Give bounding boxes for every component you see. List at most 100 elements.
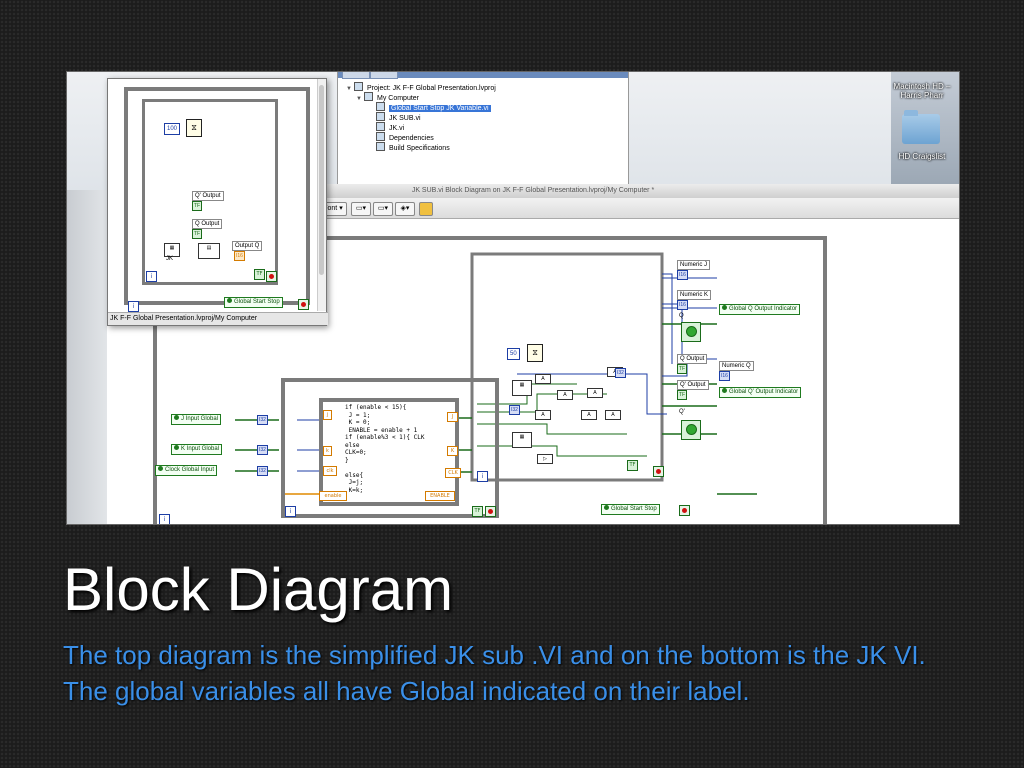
and-gate[interactable]: A — [581, 410, 597, 420]
folder-icon[interactable] — [902, 110, 940, 144]
and-gate[interactable]: A — [535, 410, 551, 420]
i32-conversion-k: I32 — [257, 445, 268, 455]
i32-constant: I32 — [509, 405, 520, 415]
outer-iteration-terminal: i — [159, 514, 170, 524]
not-gate[interactable]: ▷ — [537, 454, 553, 464]
inset-inner-stop[interactable] — [266, 271, 277, 282]
formula-input-j[interactable]: j — [323, 410, 332, 420]
q-prime-output-indicator[interactable]: TF — [677, 390, 688, 400]
tree-item-my-computer[interactable]: ▼My Computer — [356, 92, 419, 102]
inset-inner-iteration: i — [146, 271, 157, 282]
formula-input-enable[interactable]: enable — [319, 491, 347, 501]
tree-item-dependencies[interactable]: Dependencies — [376, 132, 434, 142]
project-icon — [354, 82, 363, 91]
inner-stop-constant[interactable]: TF — [627, 460, 638, 471]
formula-output-clk[interactable]: CLK — [445, 468, 461, 478]
global-q-output-indicator[interactable]: Global Q Output Indicator — [719, 304, 801, 315]
jk-sub-vi-inset-window: 100 ⧖ Q' Output TF Q Output TF ▦ JK ▤ Ou… — [107, 78, 328, 326]
formula-input-k[interactable]: k — [323, 446, 332, 456]
numeric-q-indicator[interactable]: I16 — [719, 371, 730, 381]
numeric-k-indicator[interactable]: I16 — [677, 300, 688, 310]
q-prime-led-indicator[interactable] — [681, 420, 701, 440]
tree-item-project[interactable]: ▼Project: JK F-F Global Presentation.lvp… — [346, 82, 496, 92]
numeric-j-label: Numeric J — [677, 260, 711, 270]
formula-node[interactable]: if (enable < 15){ J = 1; K = 0; ENABLE =… — [319, 398, 459, 506]
inset-global-start-stop[interactable]: Global Start Stop — [224, 297, 283, 308]
inset-vertical-scrollbar[interactable] — [317, 79, 326, 311]
inset-output-q-indicator[interactable]: I16 — [234, 251, 245, 261]
folder-label[interactable]: HD Craigslist — [898, 152, 946, 161]
drive-label[interactable]: Macintosh HD – Harris Pharr — [893, 82, 951, 100]
global-start-stop[interactable]: Global Start Stop — [601, 504, 660, 515]
inset-q-prime-output-indicator[interactable]: TF — [192, 201, 203, 211]
global-q-prime-output-indicator[interactable]: Global Q' Output Indicator — [719, 387, 802, 398]
or-gate[interactable]: A — [587, 388, 603, 398]
q-led-indicator[interactable] — [681, 322, 701, 342]
tree-item-jk[interactable]: JK.vi — [376, 122, 404, 132]
numeric-j-indicator[interactable]: I16 — [677, 270, 688, 280]
jk-flipflop-block[interactable]: ▦ — [512, 432, 532, 448]
case-loop[interactable] — [281, 378, 499, 518]
inner-stop-terminal[interactable] — [653, 466, 664, 477]
inset-q-prime-output-label: Q' Output — [192, 191, 224, 201]
global-variable-icon — [174, 415, 179, 420]
dependencies-icon — [376, 132, 385, 141]
distribute-objects-button[interactable]: ▭▾ — [373, 202, 393, 216]
q-label: Q — [679, 313, 684, 319]
tree-item-jk-sub[interactable]: JK SUB.vi — [376, 112, 421, 122]
tab-files[interactable] — [370, 72, 398, 79]
inset-stop-constant[interactable]: TF — [254, 269, 265, 280]
inset-q-output-label: Q Output — [192, 219, 223, 229]
global-variable-icon — [227, 298, 232, 303]
outer-stop-terminal[interactable] — [679, 505, 690, 516]
q-output-indicator[interactable]: TF — [677, 364, 688, 374]
formula-input-clk[interactable]: clk — [323, 466, 337, 476]
inset-q-output-indicator[interactable]: TF — [192, 229, 203, 239]
wait-ms-constant[interactable]: 50 — [507, 348, 520, 360]
loop-stop-terminal[interactable] — [485, 506, 496, 517]
vi-icon — [376, 122, 385, 131]
k-input-global[interactable]: K Input Global — [171, 444, 223, 455]
tree-item-global-start-stop[interactable]: Global Start Stop JK Variable.vi — [376, 102, 491, 112]
inset-outer-loop[interactable] — [124, 87, 310, 305]
inset-jk-label: JK — [166, 256, 174, 262]
jk-flipflop-block[interactable]: ▦ — [512, 380, 532, 396]
j-input-global[interactable]: J Input Global — [171, 414, 222, 425]
inset-outer-iteration: i — [128, 301, 139, 312]
inset-wait-icon[interactable]: ⧖ — [186, 119, 202, 137]
wait-ms-icon[interactable]: ⧖ — [527, 344, 543, 362]
disclosure-triangle-icon[interactable]: ▼ — [346, 86, 352, 92]
formula-output-enable[interactable]: ENABLE — [425, 491, 455, 501]
inset-window-footer: JK F-F Global Presentation.lvproj/My Com… — [108, 312, 328, 325]
tab-items[interactable] — [342, 72, 370, 79]
formula-output-k[interactable]: K — [447, 446, 458, 456]
scroll-thumb[interactable] — [319, 85, 324, 275]
reorder-button[interactable]: ◈▾ — [395, 202, 415, 216]
inset-flipflop[interactable]: ▤ — [198, 243, 220, 259]
inner-iteration-terminal: i — [477, 471, 488, 482]
formula-output-j[interactable]: J — [447, 412, 458, 422]
and-gate[interactable]: A — [557, 390, 573, 400]
global-variable-icon — [604, 505, 609, 510]
and-gate[interactable]: A — [605, 410, 621, 420]
loop-iteration-terminal: i — [285, 506, 296, 517]
global-variable-icon — [722, 305, 727, 310]
slide-body-text: The top diagram is the simplified JK sub… — [63, 640, 926, 706]
tree-item-build-specifications[interactable]: Build Specifications — [376, 142, 450, 152]
project-explorer: ▼Project: JK F-F Global Presentation.lvp… — [337, 72, 629, 190]
stop-constant[interactable]: TF — [472, 506, 483, 517]
slide-title: Block Diagram — [63, 556, 454, 623]
inset-outer-stop[interactable] — [298, 299, 309, 310]
inset-jk-block[interactable]: ▦ — [164, 243, 180, 257]
inset-inner-loop[interactable] — [142, 99, 278, 285]
i32-constant: I32 — [615, 368, 626, 378]
vi-icon — [376, 112, 385, 121]
cleanup-diagram-icon[interactable] — [419, 202, 433, 216]
inset-wait-constant[interactable]: 100 — [164, 123, 181, 135]
clock-global-input[interactable]: Clock Global Input — [155, 465, 218, 476]
main-while-loop-border — [153, 236, 827, 524]
disclosure-triangle-icon[interactable]: ▼ — [356, 96, 362, 102]
background-window-strip — [67, 190, 107, 524]
align-objects-button[interactable]: ▭▾ — [351, 202, 371, 216]
and-gate[interactable]: A — [535, 374, 551, 384]
